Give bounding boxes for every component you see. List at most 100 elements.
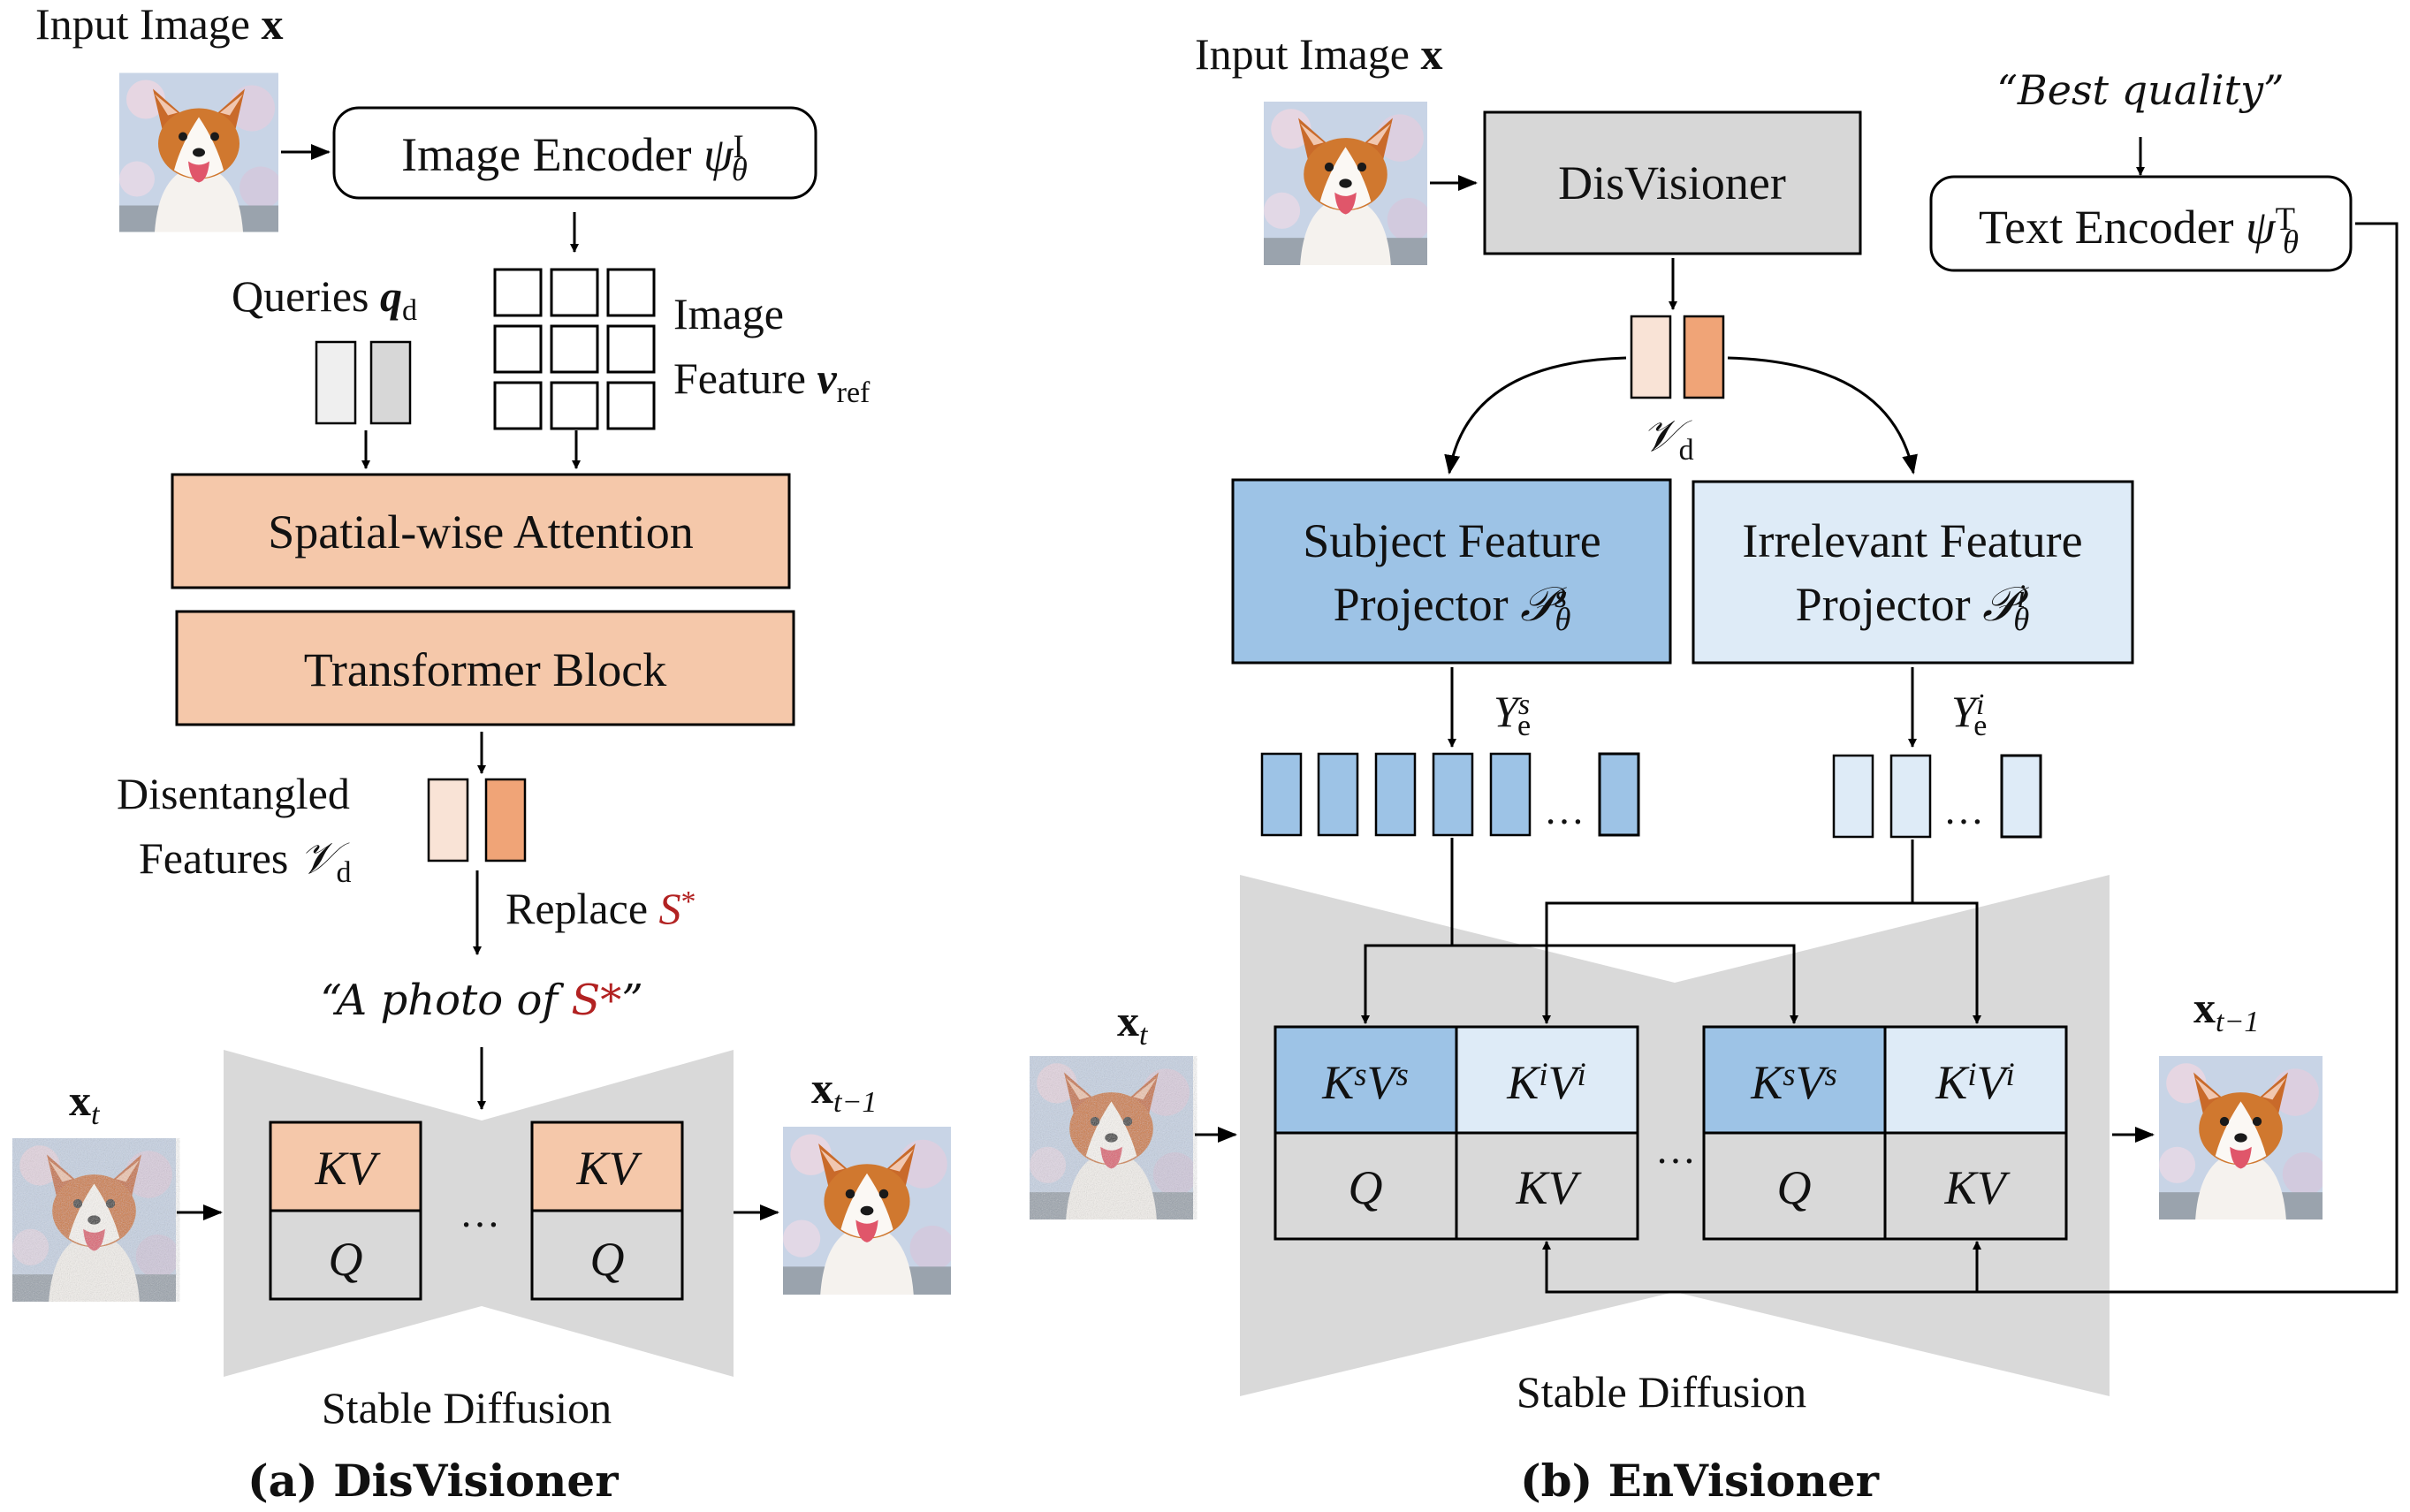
image-encoder-box: [332, 106, 817, 200]
text-span: Q: [1349, 1161, 1383, 1214]
right-xt-label: xt: [1117, 996, 1149, 1052]
irrelevant-embedding-token: [2000, 754, 2042, 839]
text-span: s: [1555, 578, 1567, 614]
irrelevant-token-ellipsis: …: [1943, 787, 1984, 832]
route-subject-to-ks1: [1361, 838, 1454, 1024]
text-span: d: [1679, 434, 1694, 467]
projector-text: Projector: [1796, 578, 1982, 631]
image-feature-cell: [550, 324, 599, 374]
text-span: KV: [575, 1142, 642, 1195]
left-stable-diffusion-label: Stable Diffusion: [322, 1383, 612, 1432]
text-span: t−1: [833, 1086, 877, 1119]
left-xt-label: xt: [69, 1075, 101, 1131]
text-span: x: [1420, 29, 1442, 79]
image-feature-cell: [606, 381, 656, 430]
text-span: DisVisioner: [1558, 156, 1786, 209]
right-kv-label-2: KV: [1943, 1161, 2011, 1214]
text-span: s: [1783, 1056, 1795, 1092]
right-stable-diffusion-label: Stable Diffusion: [1517, 1367, 1806, 1417]
features-text: Features: [139, 833, 300, 883]
text-span: Disentangled: [117, 769, 350, 818]
prompt-text: “A photo of S*”: [320, 976, 643, 1025]
disentangled-label-2: Features 𝒱d: [139, 833, 352, 889]
text-span: I: [734, 128, 744, 164]
text-span: i: [1539, 1056, 1547, 1092]
text-encoder-box: [1929, 175, 2353, 272]
text-span: s: [1518, 688, 1530, 721]
disvisioner-label: DisVisioner: [1558, 156, 1786, 209]
right-q-block-1: [1273, 1131, 1458, 1241]
subject-embedding-token: [1598, 752, 1640, 837]
right-input-dog-image: [1264, 102, 1427, 265]
query-token-2: [369, 340, 412, 425]
ki-vi-label-2: KiVi: [1935, 1056, 2014, 1109]
spatial-attention-label: Spatial-wise Attention: [268, 505, 693, 558]
image-feature-line1: Image: [673, 289, 784, 338]
image-feature-cell: [493, 381, 543, 430]
text-span: s: [1396, 1056, 1409, 1092]
irrelevant-projector-box: [1692, 480, 2134, 665]
text-span: V: [1367, 1056, 1402, 1109]
input-image-label: Input Image: [35, 0, 261, 49]
text-span: “A photo of: [320, 976, 571, 1025]
text-span: V: [1548, 1056, 1583, 1109]
ki-vi-label-1: KiVi: [1506, 1056, 1585, 1109]
input-var: x: [261, 0, 283, 49]
text-span: Subject Feature: [1303, 514, 1600, 567]
image-feature-cell: [550, 381, 599, 430]
text-span: q: [380, 271, 402, 321]
text-span: Υ: [1494, 687, 1523, 736]
text-span: θ: [1555, 601, 1570, 637]
text-span: Q: [1777, 1161, 1812, 1214]
text-span: Spatial-wise Attention: [268, 505, 693, 558]
right-q-label-2: Q: [1777, 1161, 1812, 1214]
input-image-label: Input Image: [1195, 29, 1420, 79]
subject-embedding-token: [1260, 752, 1303, 837]
text-span: (b): [1520, 1455, 1608, 1507]
subject-token-ellipsis: …: [1544, 787, 1585, 832]
ks-vs-block-1: [1273, 1025, 1458, 1135]
text-span: ψ: [2246, 201, 2277, 254]
text-span: t: [91, 1098, 101, 1131]
text-span: S: [659, 884, 681, 933]
left-q-label-1: Q: [329, 1233, 363, 1286]
left-kv-label-1: KV: [314, 1142, 381, 1195]
projector-text: Projector: [1334, 578, 1520, 631]
text-span: Stable Diffusion: [322, 1383, 612, 1432]
text-span: v: [817, 353, 837, 403]
image-feature-cell: [606, 268, 656, 317]
text-encoder-text: Text Encoder: [1979, 201, 2246, 254]
disentangled-token-2: [484, 778, 527, 862]
image-feature-line2: Feature: [673, 353, 817, 403]
text-span: K: [1750, 1056, 1785, 1109]
text-span: t−1: [2216, 1006, 2259, 1038]
text-span: ref: [837, 376, 870, 409]
encoder-label: Image Encoder: [401, 128, 703, 181]
subject-projector-box: [1231, 478, 1672, 665]
curve-vd-to-subject: [1444, 356, 1627, 475]
route-text-encoder-to-kv1: [1542, 1241, 1977, 1294]
left-input-dog-image: [119, 72, 278, 232]
text-span: θ: [2283, 224, 2299, 260]
queries-text: Queries: [232, 271, 380, 321]
text-span: i: [1967, 1056, 1976, 1092]
queries-label: Queries qd: [232, 271, 417, 327]
text-span: V: [1796, 1056, 1830, 1109]
right-q-label-1: Q: [1349, 1161, 1383, 1214]
image-feature-cell: [606, 324, 656, 374]
left-input-image-label: Input Image x: [35, 0, 283, 49]
right-kv-block-2: [1883, 1131, 2068, 1241]
left-noisy-dog-image: [12, 1138, 176, 1302]
text-span: x: [2193, 983, 2216, 1032]
route-text-encoder-to-kv2: [1973, 222, 2399, 1294]
irrelevant-embedding-token: [1832, 754, 1874, 839]
vd-token-1: [1630, 315, 1672, 399]
irrelevant-projector-label-1: Irrelevant Feature: [1742, 514, 2082, 567]
text-span: (a): [247, 1455, 333, 1507]
text-span: t: [1139, 1019, 1149, 1052]
